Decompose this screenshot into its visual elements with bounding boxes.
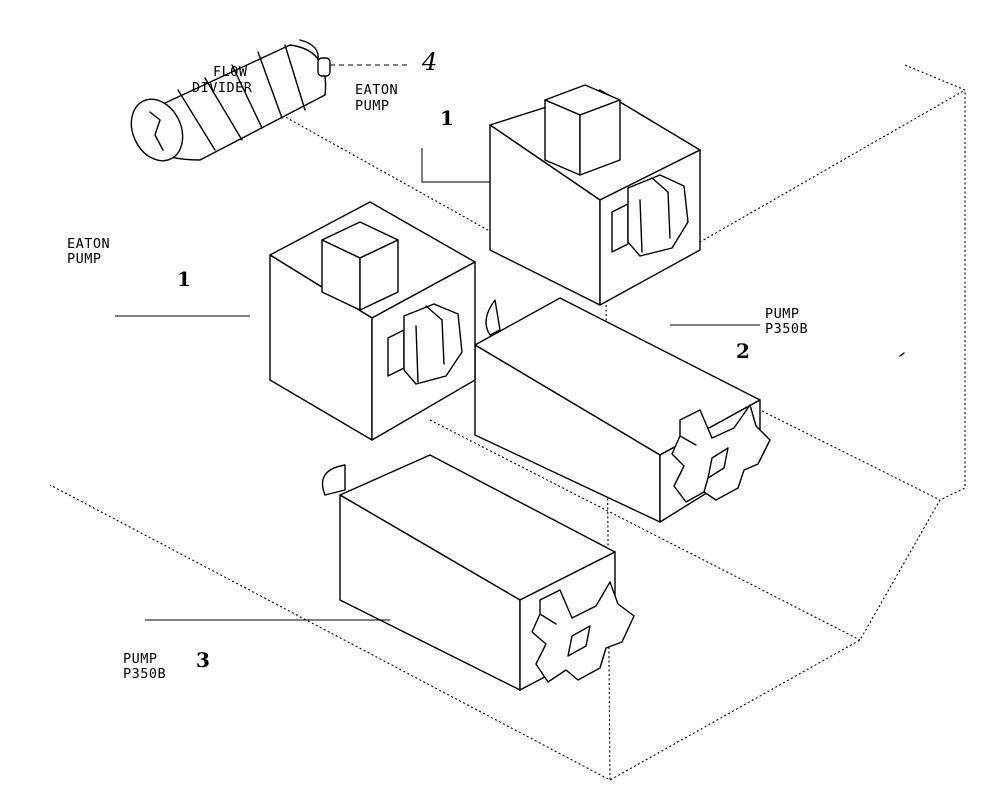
callout-2: 2 (736, 339, 750, 363)
leader-lines (115, 64, 760, 621)
flow-divider-label-2: DIVIDER (192, 80, 253, 96)
pump-right-label-2: P350B (765, 321, 808, 337)
eaton-pump-left-label-2: PUMP (67, 251, 102, 267)
pump-right-label-1: PUMP (765, 306, 800, 322)
eaton-pump-top (489, 84, 701, 306)
stray-mark (899, 352, 905, 357)
pump-p350b-upper (474, 297, 771, 523)
eaton-pump-top-label-1: EATON (355, 82, 398, 98)
pump-bottom-label-2: P350B (123, 666, 166, 682)
eaton-pump-left (269, 201, 476, 441)
text-labels: FLOW DIVIDER 4 EATON PUMP 1 EATON PUMP 1… (67, 48, 808, 682)
pump-p350b-lower (321, 454, 635, 691)
eaton-pump-left-label-1: EATON (67, 236, 110, 252)
eaton-pump-top-label-2: PUMP (355, 98, 390, 114)
callout-1-left: 1 (177, 267, 191, 291)
pump-bottom-label-1: PUMP (123, 651, 158, 667)
callout-3: 3 (196, 648, 210, 672)
flow-divider (130, 39, 331, 162)
callout-1-top: 1 (440, 106, 454, 130)
callout-4: 4 (421, 48, 437, 76)
flow-divider-label-1: FLOW (213, 64, 248, 80)
